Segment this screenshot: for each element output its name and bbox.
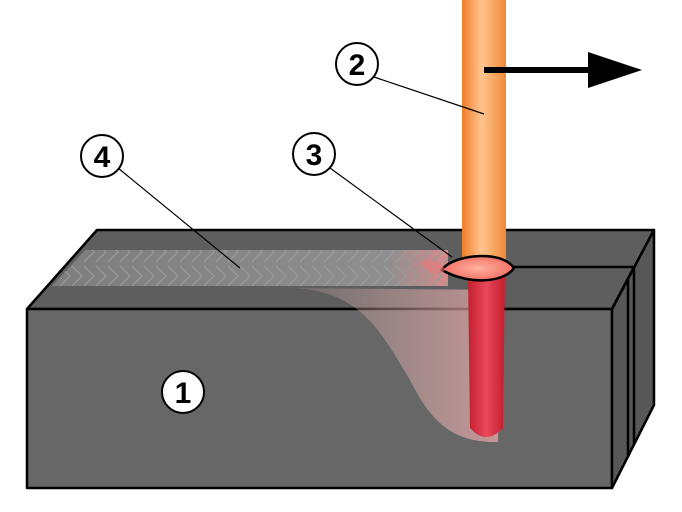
heat-affected-zone (290, 288, 502, 442)
keyhole (468, 272, 505, 437)
leader-line-2 (373, 76, 485, 115)
workpiece-front-face (25, 307, 614, 490)
callout-4: 4 (80, 134, 124, 178)
callout-label-3: 3 (306, 139, 323, 172)
arrow-right-icon (484, 52, 642, 88)
weld-seam (52, 250, 448, 286)
callout-1: 1 (161, 370, 205, 414)
callout-3: 3 (292, 132, 336, 176)
joint-gap-line (508, 265, 636, 457)
callout-label-2: 2 (349, 49, 366, 82)
callout-label-1: 1 (175, 377, 192, 410)
leader-lines (117, 76, 485, 269)
leader-line-3 (329, 167, 453, 258)
leader-line-4 (117, 167, 241, 269)
weld-pool (440, 254, 516, 282)
weld-pool-glow (420, 259, 446, 274)
callout-2: 2 (335, 42, 379, 86)
laser-beam (462, 0, 506, 268)
callout-label-4: 4 (94, 141, 111, 174)
